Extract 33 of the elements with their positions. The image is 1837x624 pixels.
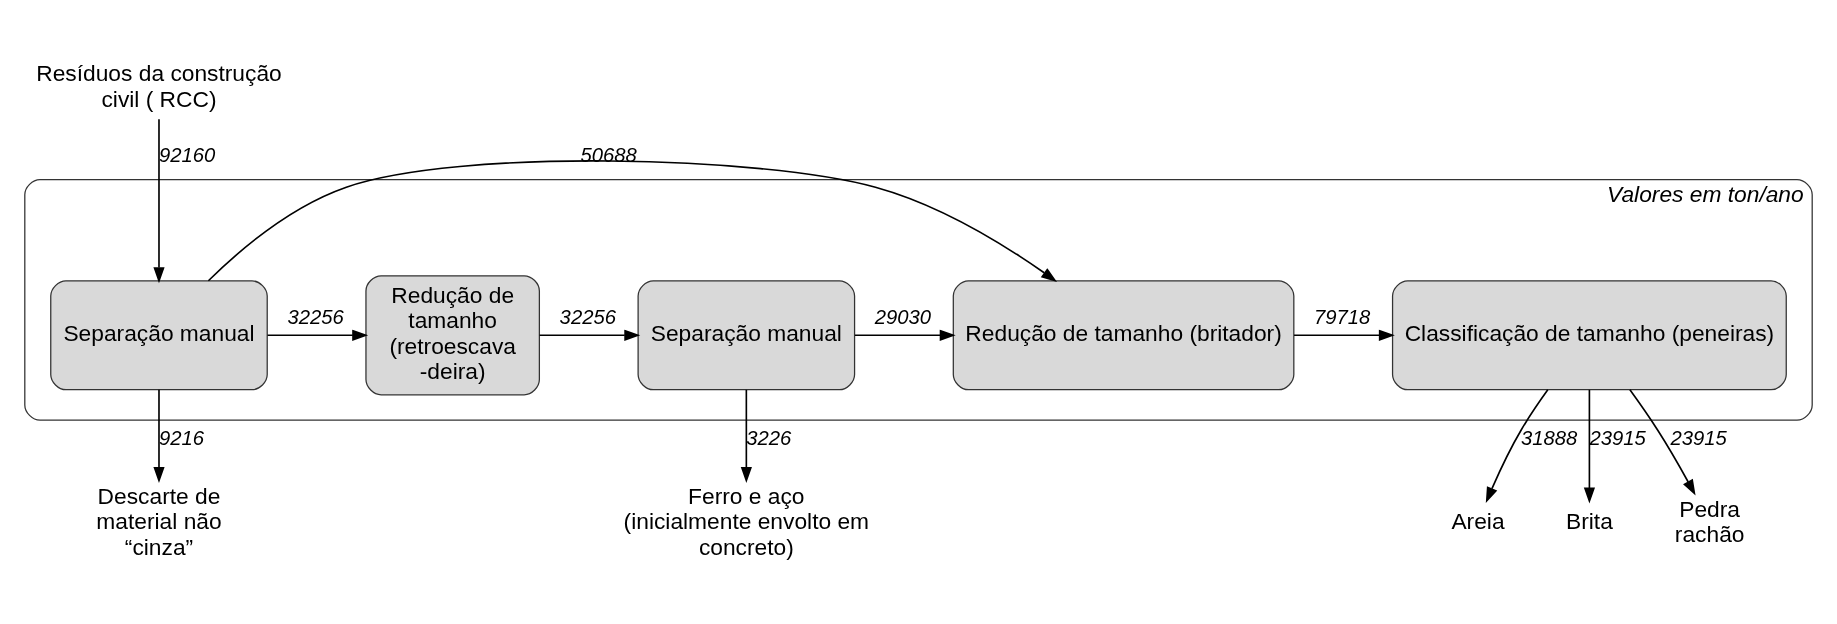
- edge-label: 32256: [287, 305, 344, 328]
- node-text: Descarte de material não “cinza”: [96, 482, 222, 560]
- edge-label: 3226: [746, 426, 792, 449]
- edge-label: 23915: [1589, 426, 1646, 449]
- arrow: [207, 159, 1058, 282]
- node-text: Areia: [1451, 507, 1505, 534]
- arrow: [1583, 388, 1595, 504]
- node-text: Brita: [1566, 507, 1613, 534]
- arrow: [153, 117, 165, 283]
- edge-label: 50688: [580, 143, 637, 166]
- edge-label: 23915: [1670, 426, 1727, 449]
- arrow: [1485, 388, 1549, 503]
- node-text: Pedra rachão: [1674, 495, 1745, 547]
- arrow: [153, 388, 165, 483]
- node-box: Redução de tamanho (britador): [952, 279, 1295, 390]
- node-box: Separação manual: [637, 279, 856, 390]
- node-box: Separação manual: [50, 279, 268, 390]
- arrow: [1293, 329, 1395, 341]
- node-text: Ferro e aço (inicialmente envolto em concreto): [623, 482, 870, 560]
- node-text: Resíduos da construção civil ( RCC): [36, 59, 282, 112]
- arrow: [1629, 388, 1696, 496]
- node-box: Classificação de tamanho (peneiras): [1391, 279, 1787, 390]
- edge-label: 32256: [559, 305, 616, 328]
- arrow: [538, 329, 641, 341]
- node-box: Redução de tamanho (retroescava -deira): [365, 274, 540, 395]
- arrow: [854, 329, 956, 341]
- edge-label: 92160: [158, 143, 216, 166]
- arrow: [740, 388, 752, 483]
- edge-label: 29030: [874, 305, 932, 328]
- arrow: [266, 329, 369, 341]
- edge-label: 31888: [1521, 426, 1578, 449]
- edge-label: 9216: [158, 426, 205, 449]
- edge-label: 79718: [1314, 305, 1371, 328]
